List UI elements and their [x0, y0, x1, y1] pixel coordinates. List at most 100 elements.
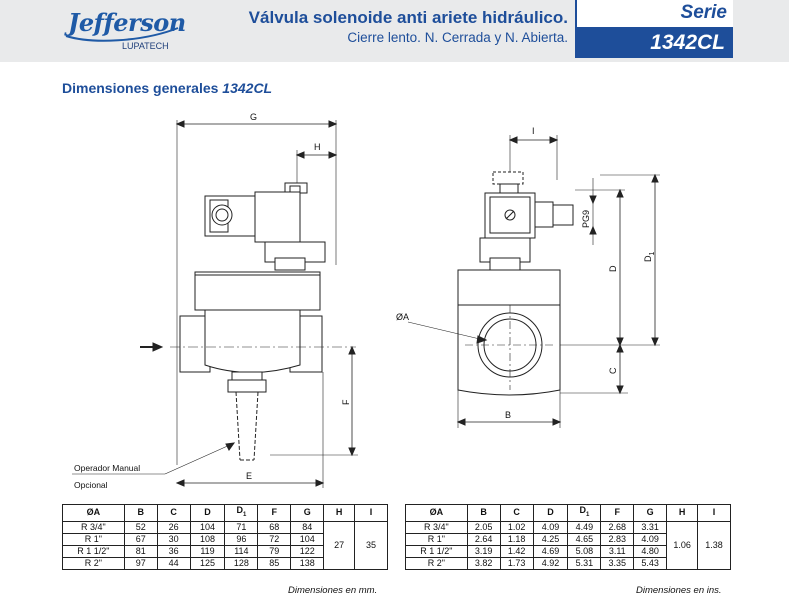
table-cell-i: 1.38 — [697, 520, 731, 570]
col-header-g: G — [290, 504, 325, 522]
table-cell: 104 — [290, 532, 325, 546]
table-cell: 114 — [224, 544, 259, 558]
table-cell: 5.31 — [567, 556, 602, 570]
table-cell: 4.65 — [567, 532, 602, 546]
col-header-f: F — [600, 504, 635, 522]
section-title-text: Dimensiones generales — [62, 80, 219, 96]
company-logo: Jefferson LUPATECH — [62, 6, 186, 56]
table-cell: 3.11 — [600, 544, 635, 558]
col-header-d1: D1 — [567, 504, 602, 522]
table-cell: R 1" — [405, 532, 468, 546]
table-cell: 3.31 — [633, 520, 668, 534]
dim-label-b: B — [505, 410, 511, 420]
table-cell: 2.83 — [600, 532, 635, 546]
col-header-f: F — [257, 504, 292, 522]
table-cell: 4.49 — [567, 520, 602, 534]
page-title: Válvula solenoide anti ariete hidráulico… — [248, 8, 568, 27]
dim-label-f: F — [341, 399, 351, 405]
model-box: 1342CL — [575, 29, 733, 58]
dim-label-c: C — [608, 367, 618, 374]
table-header-row: ØA B C D D1 F G H I — [405, 504, 731, 522]
page-subtitle: Cierre lento. N. Cerrada y N. Abierta. — [347, 30, 568, 45]
table-cell: 30 — [156, 532, 191, 546]
col-header-oa: ØA — [405, 504, 468, 522]
table-cell-h: 27 — [323, 520, 356, 570]
technical-drawing: G H F E Operador Manual Opcional — [72, 112, 660, 490]
table-row: R 1 1/2" 3.19 1.42 4.69 5.08 3.11 4.80 — [405, 544, 731, 558]
col-header-oa: ØA — [62, 504, 125, 522]
table-row: R 1" 67 30 108 96 72 104 — [62, 532, 388, 546]
table-cell: R 2" — [405, 556, 468, 570]
serie-box: Serie — [575, 0, 733, 29]
table-cell: 4.69 — [532, 544, 569, 558]
table-cell: R 3/4" — [62, 520, 125, 534]
table-cell: 96 — [224, 532, 259, 546]
dim-label-g: G — [250, 112, 257, 122]
table-cell: 1.73 — [499, 556, 534, 570]
table-cell: 3.82 — [466, 556, 501, 570]
table-cell: 2.68 — [600, 520, 635, 534]
col-header-b: B — [123, 504, 158, 522]
table-cell: 72 — [257, 532, 292, 546]
table-cell: 4.09 — [532, 520, 569, 534]
col-header-i: I — [697, 504, 731, 522]
table-cell: 36 — [156, 544, 191, 558]
table-cell: 4.25 — [532, 532, 569, 546]
dim-label-e: E — [246, 471, 252, 481]
dim-label-d: D — [608, 265, 618, 272]
table-row: R 1" 2.64 1.18 4.25 4.65 2.83 4.09 — [405, 532, 731, 546]
dim-label-pg9: PG9 — [581, 210, 591, 228]
table-cell-i: 35 — [354, 520, 388, 570]
col-header-c: C — [156, 504, 191, 522]
table-cell: 79 — [257, 544, 292, 558]
table-cell: 81 — [123, 544, 158, 558]
col-header-h: H — [323, 504, 356, 522]
table-cell: 5.43 — [633, 556, 668, 570]
table-cell: R 1 1/2" — [62, 544, 125, 558]
table-row: R 3/4" 2.05 1.02 4.09 4.49 2.68 3.31 1.0… — [405, 520, 731, 570]
table-cell: R 1 1/2" — [405, 544, 468, 558]
dim-label-i: I — [532, 126, 535, 136]
table-cell: 128 — [224, 556, 259, 570]
table-row: R 3/4" 52 26 104 71 68 84 27 35 — [62, 520, 388, 570]
col-header-g: G — [633, 504, 668, 522]
dim-label-d1: D1 — [643, 252, 656, 263]
logo-swoosh-icon — [65, 27, 179, 42]
dim-label-h: H — [314, 142, 321, 152]
table-row: R 2" 3.82 1.73 4.92 5.31 3.35 5.43 — [405, 556, 731, 570]
section-title-model: 1342CL — [222, 80, 273, 96]
table-row: R 2" 97 44 125 128 85 138 — [62, 556, 388, 570]
serie-label: Serie — [680, 2, 727, 23]
table-cell: 122 — [290, 544, 325, 558]
table-cell: R 3/4" — [405, 520, 468, 534]
operator-label-2: Opcional — [74, 480, 108, 490]
table-cell: 125 — [189, 556, 226, 570]
table-cell: 85 — [257, 556, 292, 570]
units-mm: Dimensiones en mm. — [288, 585, 378, 596]
col-header-h: H — [666, 504, 699, 522]
table-cell: 5.08 — [567, 544, 602, 558]
table-cell: 67 — [123, 532, 158, 546]
table-cell: 138 — [290, 556, 325, 570]
col-header-d1: D1 — [224, 504, 259, 522]
table-cell: 4.80 — [633, 544, 668, 558]
table-cell: 1.42 — [499, 544, 534, 558]
table-cell: 26 — [156, 520, 191, 534]
col-header-i: I — [354, 504, 388, 522]
table-cell: 108 — [189, 532, 226, 546]
table-cell: 1.02 — [499, 520, 534, 534]
model-label: 1342CL — [650, 31, 725, 54]
table-cell: 68 — [257, 520, 292, 534]
table-cell: 84 — [290, 520, 325, 534]
col-header-d: D — [532, 504, 569, 522]
units-in: Dimensiones en ins. — [636, 585, 722, 596]
table-cell: 2.64 — [466, 532, 501, 546]
logo-subtext: LUPATECH — [122, 41, 169, 51]
operator-label-1: Operador Manual — [74, 463, 140, 473]
table-cell: 104 — [189, 520, 226, 534]
table-cell: 2.05 — [466, 520, 501, 534]
table-cell: 71 — [224, 520, 259, 534]
table-cell: 3.19 — [466, 544, 501, 558]
dim-label-oa: ØA — [396, 312, 409, 322]
table-cell: 1.18 — [499, 532, 534, 546]
